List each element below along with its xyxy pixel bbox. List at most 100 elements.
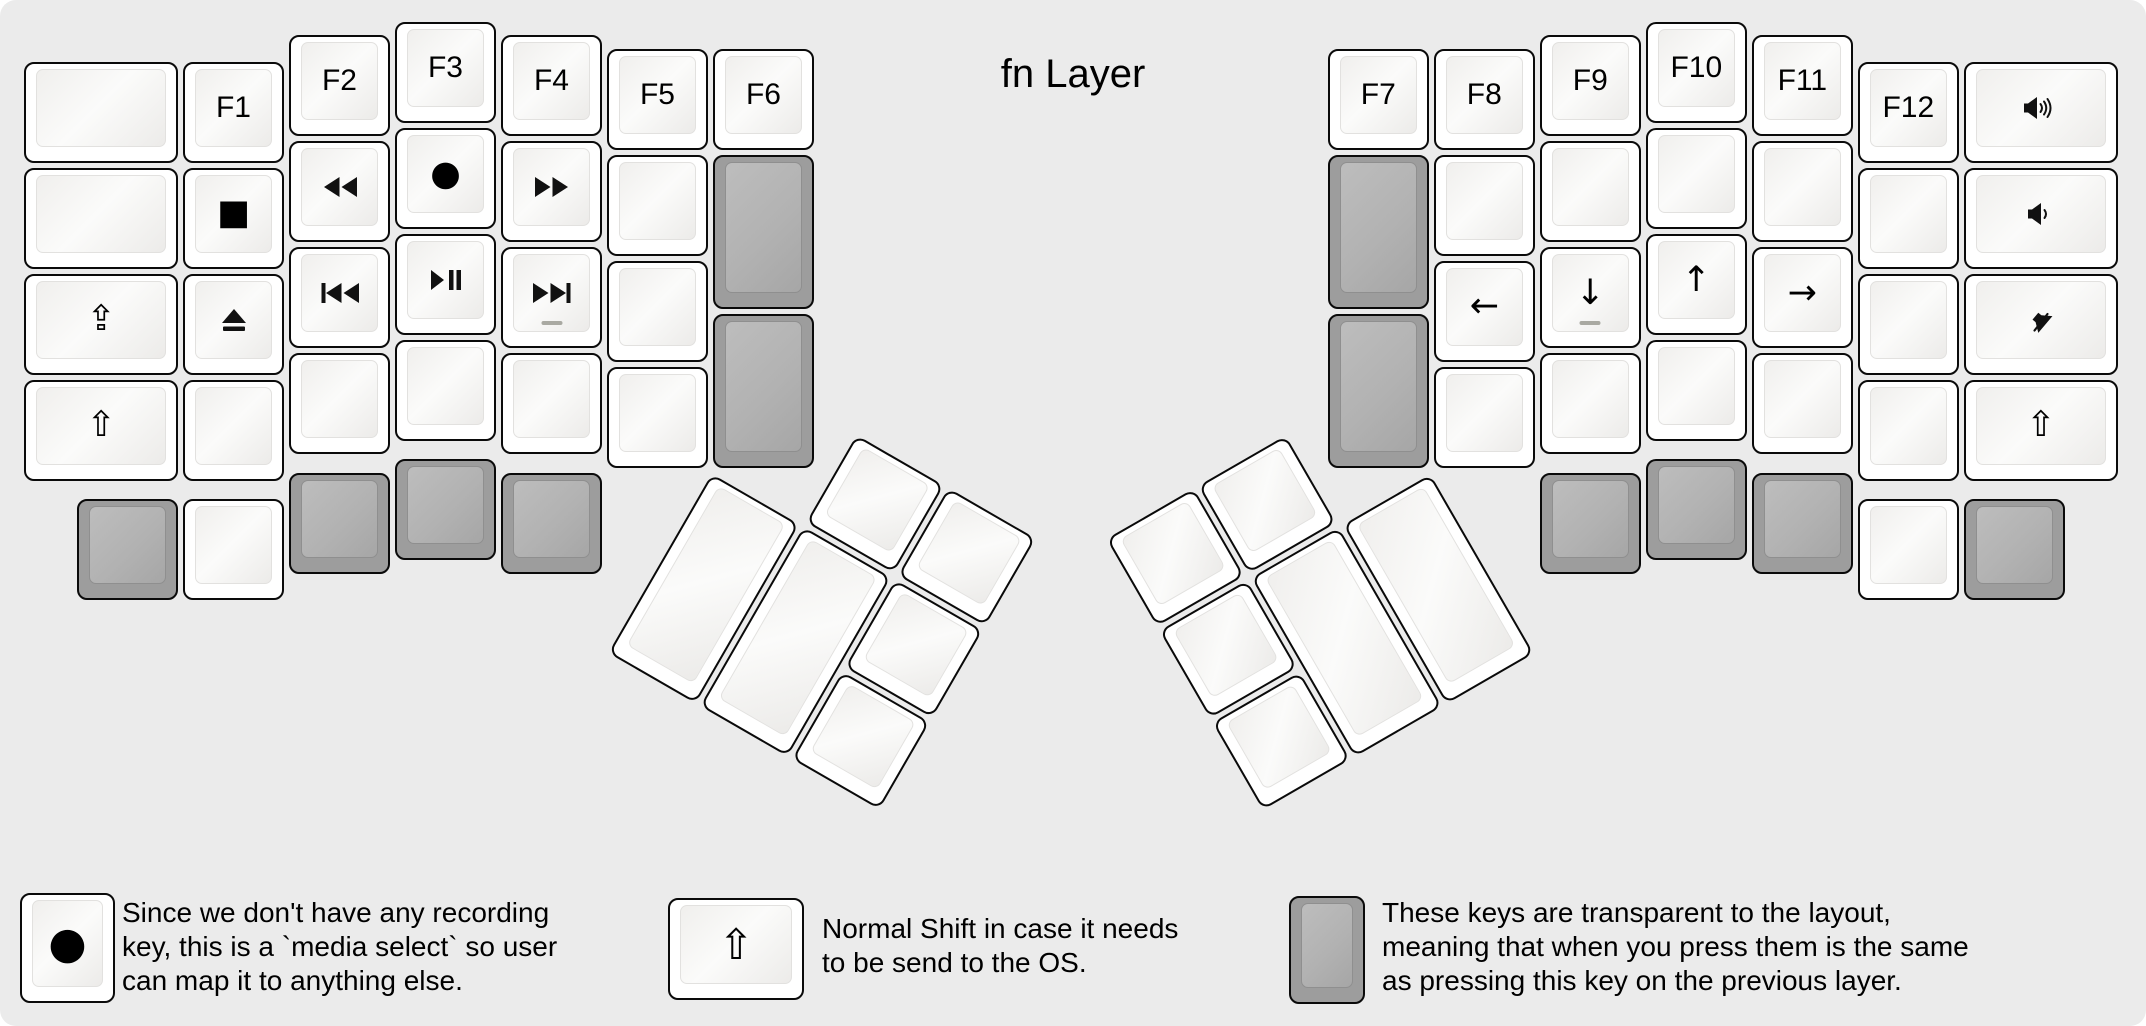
- key-f2[interactable]: F2: [289, 35, 390, 137]
- key-f6[interactable]: F6: [713, 48, 814, 150]
- legend-record-key: ●: [20, 893, 115, 1003]
- key-next-track[interactable]: [501, 247, 602, 349]
- next-icon: [532, 282, 572, 304]
- legend-transparent-text: These keys are transparent to the layout…: [1382, 897, 1969, 996]
- key-f3[interactable]: F3: [395, 22, 496, 123]
- key-transparent[interactable]: [77, 499, 178, 600]
- key-f4[interactable]: F4: [501, 35, 602, 137]
- key-rewind[interactable]: [289, 141, 390, 243]
- key-transparent[interactable]: [395, 459, 496, 561]
- key-f5[interactable]: F5: [607, 48, 708, 150]
- legend-shift-key: ⇧: [668, 898, 804, 1000]
- key-label: F2: [321, 64, 357, 98]
- key-label: ●: [430, 153, 461, 194]
- key-blank[interactable]: [501, 353, 602, 455]
- key-mute[interactable]: [1963, 273, 2118, 375]
- key-transparent[interactable]: [713, 154, 814, 309]
- key-label: F4: [533, 64, 569, 98]
- volup-icon: [2023, 96, 2059, 120]
- key-blank[interactable]: [1645, 340, 1747, 441]
- key-transparent[interactable]: [1645, 459, 1747, 561]
- key-play-pause[interactable]: [395, 234, 496, 335]
- shift-icon: ⇧: [718, 919, 754, 969]
- key-blank[interactable]: [395, 340, 496, 441]
- key-f11[interactable]: F11: [1751, 35, 1853, 137]
- key-blank[interactable]: [1857, 379, 1959, 481]
- legend-transparent-key: [1289, 896, 1365, 1004]
- homing-bar: [541, 321, 562, 326]
- key-f8[interactable]: F8: [1433, 48, 1535, 150]
- key-f10[interactable]: F10: [1645, 22, 1747, 123]
- key-transparent[interactable]: [1327, 154, 1429, 309]
- key-blank[interactable]: [1645, 128, 1747, 229]
- key-transparent[interactable]: [1539, 472, 1641, 574]
- legend-record-text: Since we don't have any recording key, t…: [122, 897, 558, 996]
- key-label: F12: [1882, 90, 1935, 124]
- key-blank[interactable]: [1751, 141, 1853, 243]
- key-caps-shift[interactable]: ⇪: [24, 273, 178, 375]
- key-shift-right[interactable]: ⇧: [1963, 379, 2118, 481]
- key-f7[interactable]: F7: [1327, 48, 1429, 150]
- key-label: ←: [1469, 286, 1499, 326]
- key-blank[interactable]: [24, 167, 178, 269]
- key-volume-up[interactable]: [1963, 61, 2118, 163]
- key-label: F10: [1670, 51, 1723, 84]
- key-label: ⇧: [2026, 405, 2056, 446]
- key-blank[interactable]: [183, 499, 284, 600]
- key-blank[interactable]: [1751, 353, 1853, 455]
- key-blank[interactable]: [24, 61, 178, 163]
- key-f9[interactable]: F9: [1539, 35, 1641, 137]
- eject-icon: [219, 308, 249, 332]
- mute-icon: [2026, 307, 2056, 333]
- record-icon: ●: [48, 917, 87, 969]
- key-fast-forward[interactable]: [501, 141, 602, 243]
- key-arrow-right[interactable]: →: [1751, 247, 1853, 349]
- key-arrow-up[interactable]: ↑: [1645, 234, 1747, 335]
- key-label: ⇧: [86, 405, 116, 446]
- key-record-media-select[interactable]: ●: [395, 128, 496, 229]
- key-blank[interactable]: [607, 154, 708, 256]
- key-blank[interactable]: [607, 366, 708, 468]
- key-label: F1: [215, 90, 251, 124]
- key-arrow-down[interactable]: ↓: [1539, 247, 1641, 349]
- key-blank[interactable]: [607, 260, 708, 362]
- key-label: F7: [1360, 77, 1396, 111]
- key-arrow-left[interactable]: ←: [1433, 260, 1535, 362]
- key-shift-left[interactable]: ⇧: [24, 379, 178, 481]
- key-volume-down[interactable]: [1963, 167, 2118, 269]
- key-label: F9: [1572, 64, 1608, 98]
- key-f12[interactable]: F12: [1857, 61, 1959, 163]
- key-prev-track[interactable]: [289, 247, 390, 349]
- key-transparent[interactable]: [1327, 313, 1429, 468]
- key-blank[interactable]: [183, 379, 284, 481]
- key-label: →: [1787, 272, 1817, 313]
- key-eject[interactable]: [183, 273, 284, 375]
- playpause-icon: [430, 269, 462, 291]
- prev-icon: [320, 282, 360, 304]
- key-label: ■: [216, 193, 251, 234]
- key-blank[interactable]: [1539, 353, 1641, 455]
- key-label: ⇪: [86, 299, 116, 340]
- key-blank[interactable]: [1433, 154, 1535, 256]
- key-label: F8: [1466, 77, 1502, 111]
- key-blank[interactable]: [289, 353, 390, 455]
- key-blank[interactable]: [1857, 167, 1959, 269]
- legend-shift-text: Normal Shift in case it needs to be send…: [822, 913, 1179, 978]
- key-blank[interactable]: [1857, 273, 1959, 375]
- key-stop[interactable]: ■: [183, 167, 284, 269]
- key-transparent[interactable]: [289, 472, 390, 574]
- key-transparent[interactable]: [713, 313, 814, 468]
- key-label: F6: [745, 77, 781, 111]
- key-blank[interactable]: [1433, 366, 1535, 468]
- key-f1[interactable]: F1: [183, 61, 284, 163]
- homing-bar: [1579, 321, 1601, 326]
- key-transparent[interactable]: [501, 472, 602, 574]
- key-transparent[interactable]: [1751, 472, 1853, 574]
- key-blank[interactable]: [1857, 499, 1959, 600]
- key-label: F5: [639, 77, 675, 111]
- key-blank[interactable]: [1539, 141, 1641, 243]
- key-label: F3: [427, 51, 463, 84]
- key-transparent[interactable]: [1963, 499, 2065, 600]
